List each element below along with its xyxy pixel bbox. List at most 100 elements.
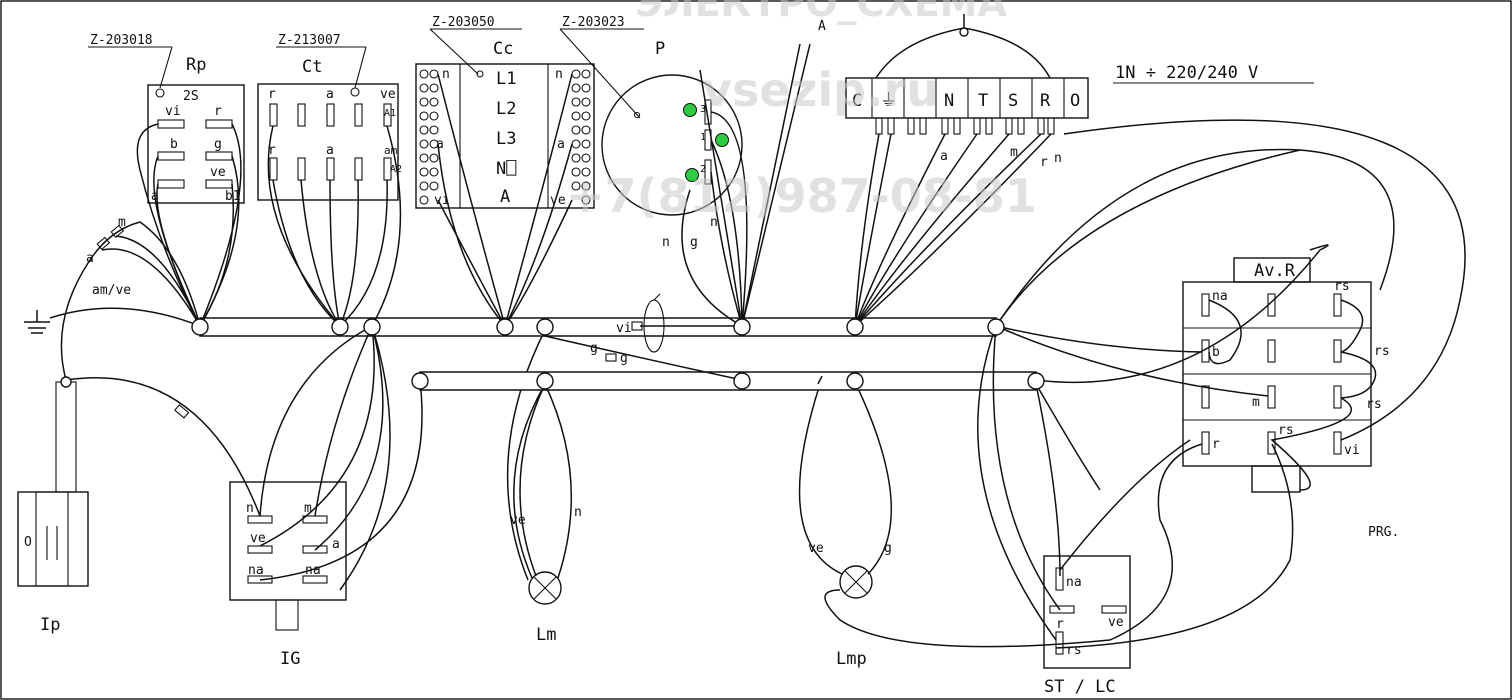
cc-pin-a-left: a <box>436 137 444 152</box>
avr-programmer: Av.R na rs b rs m rs r rs vi PRG. <box>1182 257 1399 540</box>
terminal-c: C <box>852 91 862 111</box>
wire-r2: r <box>1040 155 1048 170</box>
lmp-wire-g: g <box>884 541 892 556</box>
cc-row-l1: L1 <box>496 69 516 89</box>
avr-pin-r: r <box>1212 437 1220 452</box>
cc-row-l2: L2 <box>496 99 516 119</box>
upper-bus <box>199 317 997 337</box>
wire-n1: n <box>662 235 670 250</box>
lm-lamp: ve n Lm <box>506 329 582 645</box>
st-pin-r: r <box>1056 617 1064 632</box>
p-code: Z-203023 <box>562 15 625 30</box>
terminal-earth: ⏚ <box>880 91 897 111</box>
ct-pin-ve: ve <box>380 87 396 102</box>
st-pin-rs: rs <box>1066 643 1082 658</box>
ct-pin-a1-coil: A1 <box>384 108 396 119</box>
avr-pin-rs2: rs <box>1374 344 1390 359</box>
avr-pin-na: na <box>1212 289 1228 304</box>
wire-n3: n <box>1054 151 1062 166</box>
prg-label: PRG. <box>1368 525 1399 540</box>
ct-contactor: Z-213007 Ct r a ve A1 r a am A2 <box>257 33 402 201</box>
st-pin-na: na <box>1066 575 1082 590</box>
st-lc-thermostat: na r ve rs ST / LC <box>1043 555 1131 697</box>
p-led-1 <box>715 133 729 147</box>
watermark-phone: +7(812)987-08-81 <box>566 169 1037 223</box>
terminal-o: O <box>1070 91 1080 111</box>
terminal-r: R <box>1040 91 1051 111</box>
ig-name: IG <box>280 649 300 669</box>
cc-row-l3: L3 <box>496 129 516 149</box>
rp-pin-vi: vi <box>165 104 181 119</box>
power-spec: 1N ÷ 220/240 V <box>1115 63 1258 83</box>
wire-A: A <box>818 19 826 34</box>
wire-g2: g <box>590 341 598 356</box>
p-pin-3: 3 <box>700 104 706 115</box>
terminal-s: S <box>1008 91 1018 111</box>
st-name: ST / LC <box>1044 677 1116 697</box>
avr-pin-rs3: rs <box>1366 397 1382 412</box>
lmp-wire-ve: ve <box>808 541 824 556</box>
ig-pin-na1: na <box>248 563 264 578</box>
avr-pin-b: b <box>1212 345 1220 360</box>
st-pin-ve: ve <box>1108 615 1124 630</box>
lmp-lamp: ve g Lmp <box>798 383 893 669</box>
rp-pin-b: b <box>170 137 178 152</box>
avr-pin-m: m <box>1252 395 1260 410</box>
ig-pin-n: n <box>246 501 254 516</box>
cc-left-pins <box>419 69 439 205</box>
lmp-name: Lmp <box>836 649 867 669</box>
terminal-block: C ⏚ N T S R O <box>845 14 1089 135</box>
ct-name: Ct <box>302 57 322 77</box>
cc-pin-n-right: n <box>555 67 563 82</box>
ip-mark: O <box>24 535 32 550</box>
p-led-2 <box>685 168 699 182</box>
lower-bus <box>419 371 1037 391</box>
bus-nodes <box>60 318 1045 390</box>
p-led-3 <box>683 103 697 117</box>
rp-pin-g: g <box>214 137 222 152</box>
ig-pin-m: m <box>304 501 312 516</box>
ip-name: Ip <box>40 615 60 635</box>
wire-m: m <box>118 215 126 230</box>
cc-name: Cc <box>493 39 513 59</box>
lm-name: Lm <box>536 625 556 645</box>
rp-code: Z-203018 <box>90 33 153 48</box>
terminal-t: T <box>978 91 988 111</box>
ip-switch: O Ip <box>17 381 89 635</box>
ct-pin-a2: a <box>326 143 334 158</box>
ig-pin-a: a <box>332 537 340 552</box>
ct-pin-a2-coil: A2 <box>390 164 402 175</box>
rp-pin-r: r <box>214 104 222 119</box>
rp-relay: Z-203018 Rp 2S vi r b g ve a b1 <box>88 33 245 204</box>
terminal-n: N <box>944 91 954 111</box>
wire-am-ve: am/ve <box>92 283 131 298</box>
p-switch: Z-203023 P 3 1 2 <box>559 15 743 216</box>
ig-pin-ve: ve <box>250 531 266 546</box>
cc-pin-ve-right: ve <box>550 193 566 208</box>
watermark-site: vsezip.ru <box>702 63 939 117</box>
wire-m2: m <box>1010 145 1018 160</box>
rp-name: Rp <box>186 55 206 75</box>
p-pin-2: 2 <box>700 164 706 175</box>
avr-pin-vi: vi <box>1344 443 1360 458</box>
cc-row-a: A <box>500 187 510 207</box>
ct-pin-r1: r <box>268 87 276 102</box>
avr-pin-rs4: rs <box>1278 423 1294 438</box>
wire-a2: a <box>940 149 948 164</box>
rp-sub: 2S <box>183 89 199 104</box>
cc-block: Z-203050 Cc n a vi L1 L2 L3 N⎕ A <box>415 15 595 209</box>
rp-pin-ve: ve <box>210 165 226 180</box>
cc-row-n: N⎕ <box>496 159 517 179</box>
ct-pin-r2: r <box>268 143 276 158</box>
wire-n2: n <box>710 215 718 230</box>
ct-code: Z-213007 <box>278 33 341 48</box>
p-name: P <box>655 39 665 59</box>
avr-pin-rs1: rs <box>1334 279 1350 294</box>
cc-code: Z-203050 <box>432 15 495 30</box>
ig-pin-na2: na <box>305 563 321 578</box>
wire-g1: g <box>690 235 698 250</box>
ct-pin-a1: a <box>326 87 334 102</box>
